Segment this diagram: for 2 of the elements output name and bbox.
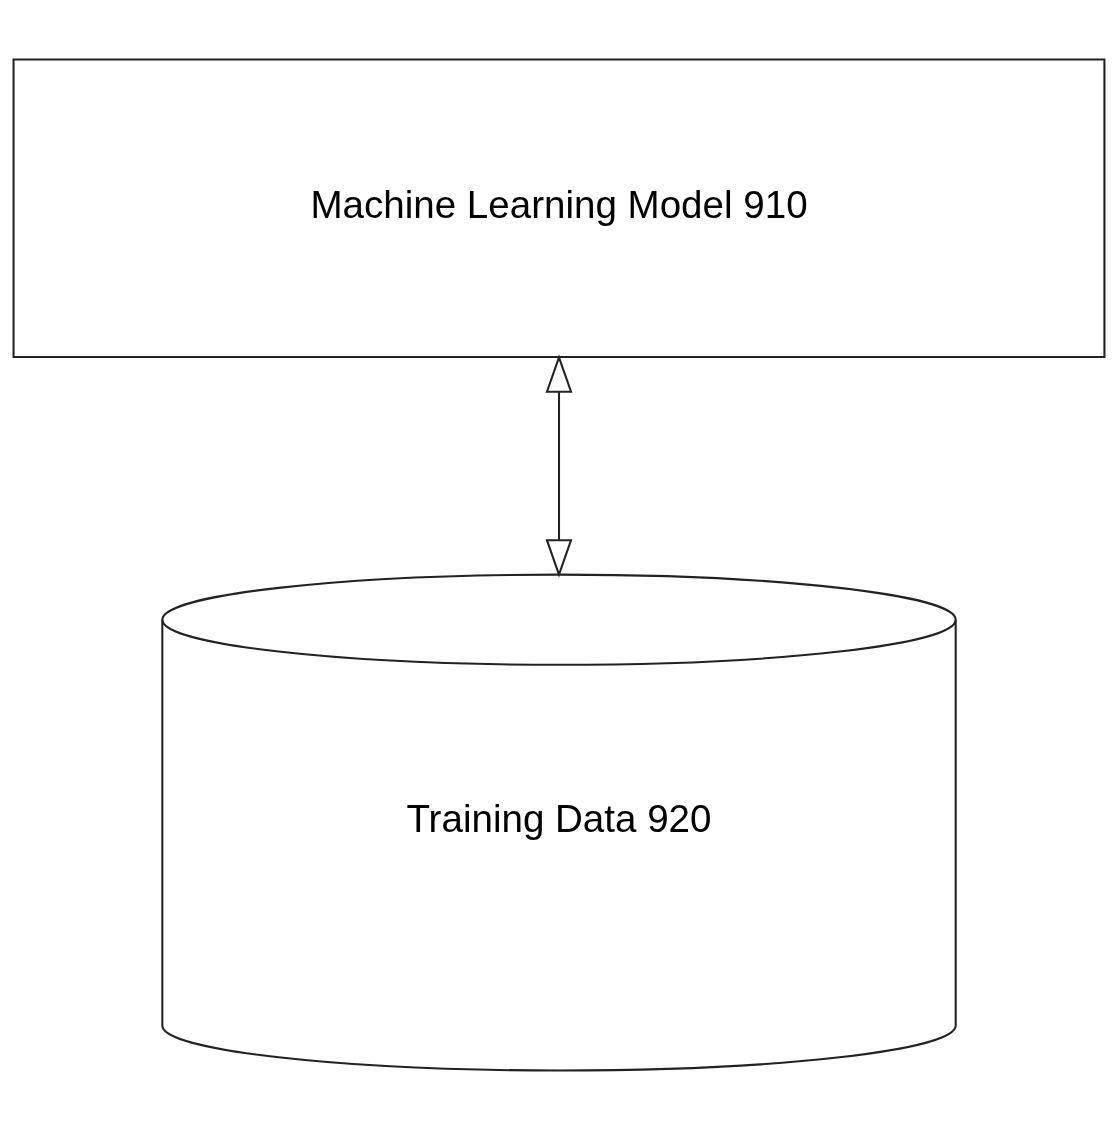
arrow xyxy=(545,353,573,578)
node-box: Machine Learning Model 910 xyxy=(12,57,1106,358)
